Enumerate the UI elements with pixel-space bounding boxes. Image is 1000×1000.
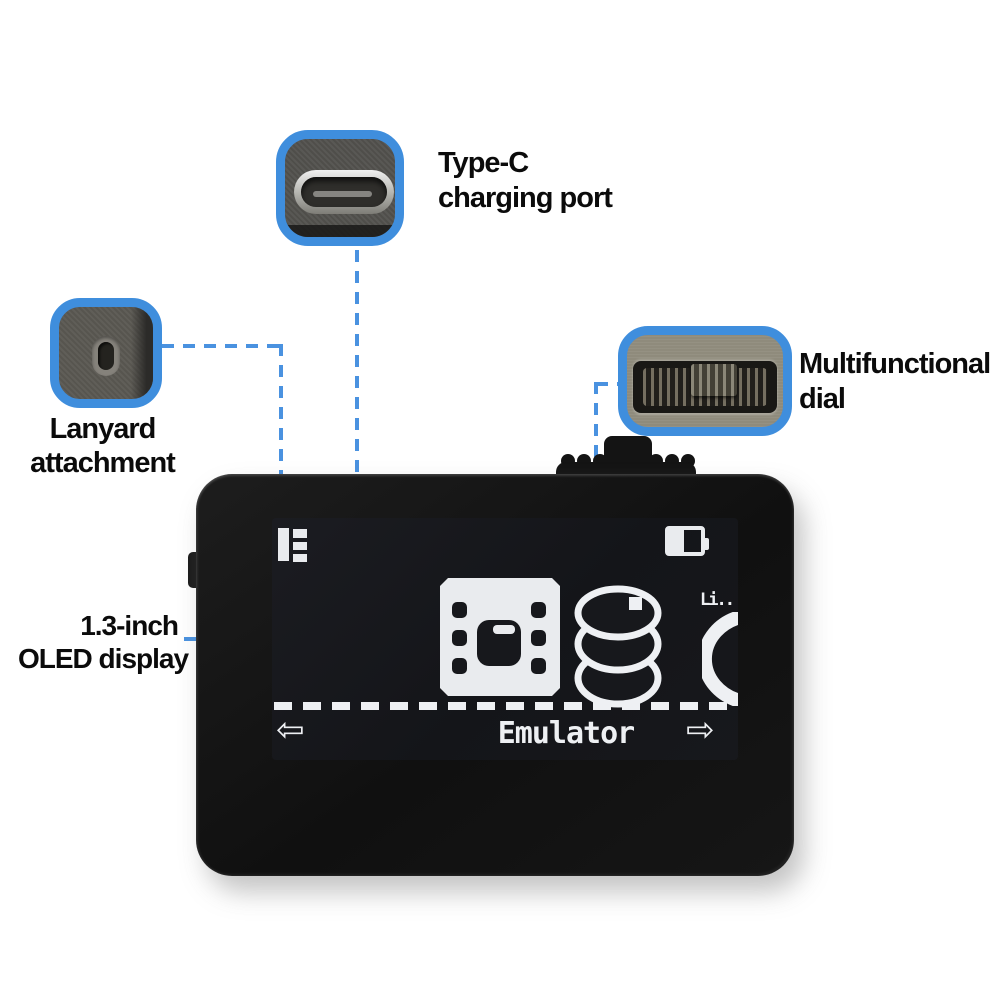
next-item-label: Li.. xyxy=(700,590,735,610)
dial-label-line1: Multifunctional xyxy=(799,348,991,380)
oled-screen: Li.. ⇦ Emulator ⇨ xyxy=(272,518,738,760)
lanyard-slot-hole xyxy=(98,342,114,370)
usb-c-port-icon xyxy=(294,170,394,214)
chip-icon xyxy=(440,578,560,696)
typec-connector-line xyxy=(355,250,359,472)
usb-c-port-cavity xyxy=(301,177,387,207)
lanyard-edge-shadow xyxy=(131,307,153,399)
oled-label-line2: OLED display xyxy=(18,643,189,674)
dial-slot xyxy=(633,361,777,413)
list-icon-item xyxy=(293,529,307,538)
port-glint xyxy=(313,191,372,198)
dial-connector-line-h xyxy=(596,382,618,386)
chip-pin xyxy=(531,630,546,646)
typec-label-line1: Type-C xyxy=(438,147,529,179)
oled-label: 1.3-inch OLED display xyxy=(18,609,189,675)
lanyard-connector-line-v xyxy=(279,344,283,474)
screen-divider xyxy=(274,702,736,710)
battery-fill xyxy=(669,530,684,552)
chip-pin xyxy=(452,602,467,618)
list-icon-item xyxy=(293,554,307,562)
arrow-left-icon: ⇦ xyxy=(276,710,305,750)
chip-notch xyxy=(493,625,515,634)
device-side-button xyxy=(188,552,198,588)
crescent-icon xyxy=(702,612,738,706)
lanyard-callout-photo xyxy=(50,298,162,408)
chip-pin xyxy=(452,630,467,646)
lanyard-label: Lanyard attachment xyxy=(25,412,180,480)
typec-label-line2: charging port xyxy=(438,182,613,214)
battery-half-icon xyxy=(665,526,709,556)
typec-callout-photo xyxy=(276,130,404,246)
lanyard-slot-icon xyxy=(92,336,120,376)
list-icon xyxy=(278,528,289,561)
chip-body xyxy=(477,620,521,666)
dial-label-line2: dial xyxy=(799,383,846,415)
chip-pin xyxy=(531,658,546,674)
lanyard-connector-line-h xyxy=(162,344,283,348)
lanyard-label-line1: Lanyard xyxy=(49,413,157,445)
chip-pin xyxy=(452,658,467,674)
arrow-right-icon: ⇨ xyxy=(686,710,715,750)
dial-center-cap xyxy=(691,364,737,396)
oled-label-line1: 1.3-inch xyxy=(80,610,179,641)
battery-terminal xyxy=(704,538,709,550)
port-shadow xyxy=(285,225,395,237)
selected-menu-label: Emulator xyxy=(497,716,636,751)
dial-connector-line-v xyxy=(594,382,598,458)
dial-callout-photo xyxy=(618,326,792,436)
list-icon-item xyxy=(293,542,307,550)
lanyard-label-line2: attachment xyxy=(30,447,176,479)
disc-stack-icon xyxy=(574,585,662,708)
typec-label: Type-C charging port xyxy=(438,146,613,216)
dial-label: Multifunctional dial xyxy=(799,347,991,417)
device-body: Li.. ⇦ Emulator ⇨ xyxy=(196,474,794,876)
chip-pin xyxy=(531,602,546,618)
